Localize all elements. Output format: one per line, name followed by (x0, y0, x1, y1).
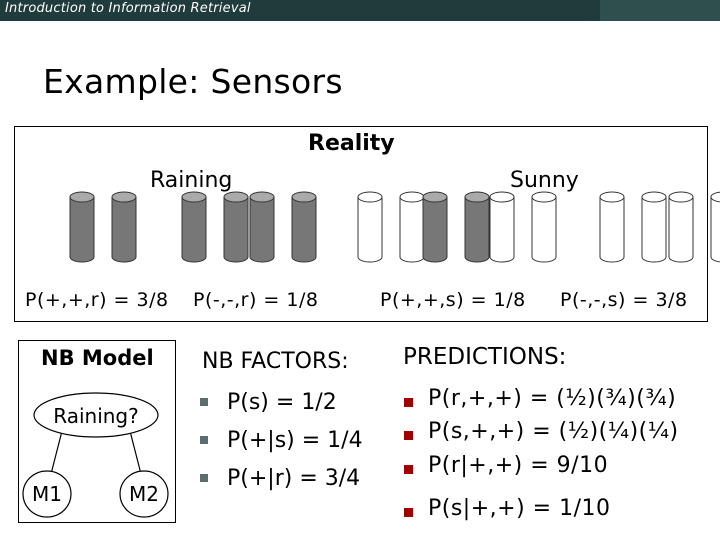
bullet-icon (200, 398, 208, 406)
slide-title: Example: Sensors (43, 62, 343, 101)
sensor-cylinder-on (422, 191, 448, 263)
prediction-item: P(r,+,+) = (½)(¾)(¾) (428, 386, 677, 411)
prob-raining-minus: P(-,-,r) = 1/8 (193, 289, 319, 311)
bullet-icon (404, 431, 413, 440)
nb-model-title: NB Model (41, 346, 154, 370)
sensor-cylinder-off (599, 191, 625, 263)
edge-root-m1 (50, 430, 63, 475)
sensor-cylinder-off (357, 191, 383, 263)
predictions-title: PREDICTIONS: (403, 344, 567, 370)
prediction-item: P(s,+,+) = (½)(¼)(¼) (428, 419, 679, 444)
sunny-label: Sunny (510, 168, 579, 193)
node-raining-label: Raining? (53, 404, 139, 428)
bullet-icon (200, 474, 208, 482)
nb-factors-title: NB FACTORS: (202, 349, 349, 374)
bullet-icon (200, 436, 208, 444)
factor-item: P(+|r) = 3/4 (227, 466, 361, 491)
sensor-cylinder-on (69, 191, 95, 263)
header-bar-light (600, 0, 720, 21)
sensor-cylinder-on (464, 191, 490, 263)
sensor-cylinder-off (489, 191, 515, 263)
reality-box (14, 126, 708, 322)
node-m2-label: M2 (129, 482, 159, 506)
node-m1 (22, 470, 72, 518)
nb-model-box (18, 340, 176, 523)
sensor-cylinder-on (111, 191, 137, 263)
node-m1-label: M1 (32, 482, 62, 506)
sensor-cylinder-off (399, 191, 425, 263)
raining-label: Raining (150, 168, 233, 193)
prediction-item: P(s|+,+) = 1/10 (428, 496, 611, 521)
nb-model-graph: Raining? M1 M2 (22, 392, 169, 518)
sensor-cylinder-on (181, 191, 207, 263)
prediction-item: P(r|+,+) = 9/10 (428, 453, 609, 478)
sensor-cylinder-off (531, 191, 557, 263)
bullet-icon (404, 398, 413, 407)
bullet-icon (404, 508, 413, 517)
prob-raining-plus: P(+,+,r) = 3/8 (25, 289, 169, 311)
prob-sunny-minus: P(-,-,s) = 3/8 (560, 289, 688, 311)
node-raining (33, 392, 159, 438)
factor-item: P(+|s) = 1/4 (227, 428, 363, 453)
sensor-cylinder-on (291, 191, 317, 263)
sensor-cylinder-off (668, 191, 694, 263)
bullet-icon (404, 465, 413, 474)
edge-root-m2 (129, 430, 142, 475)
sensor-cylinder-on (223, 191, 249, 263)
sensor-cylinder-on (249, 191, 275, 263)
factor-item: P(s) = 1/2 (227, 390, 337, 415)
node-m2 (119, 470, 169, 518)
sensor-cylinder-off (641, 191, 667, 263)
header-bar: Introduction to Information Retrieval (0, 0, 720, 21)
header-bar-dark (0, 0, 600, 21)
prob-sunny-plus: P(+,+,s) = 1/8 (380, 289, 526, 311)
course-title: Introduction to Information Retrieval (5, 1, 251, 16)
sensor-cylinder-off (710, 191, 720, 263)
reality-label: Reality (308, 131, 395, 156)
